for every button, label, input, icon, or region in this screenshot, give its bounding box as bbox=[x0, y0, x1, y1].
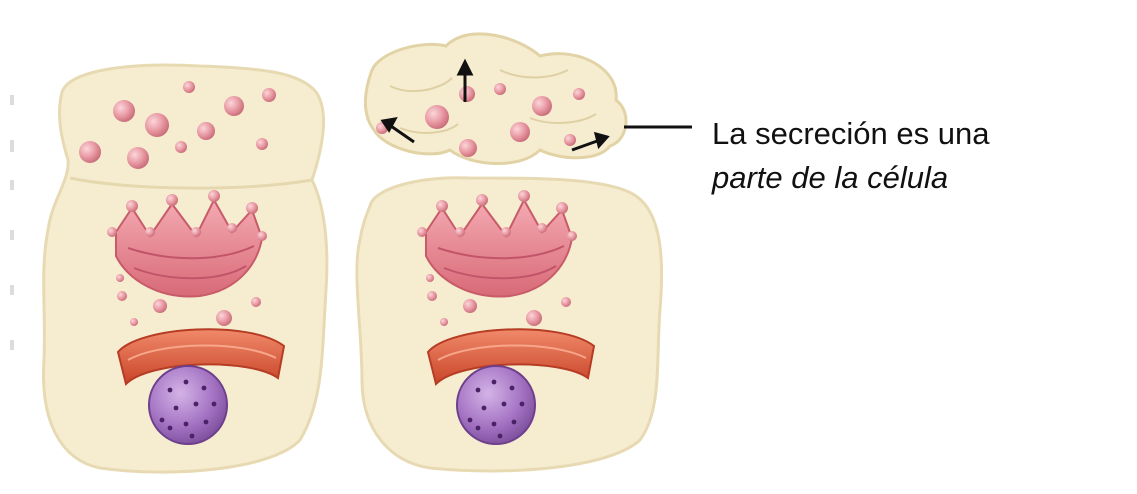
right-detached-fragment bbox=[363, 32, 628, 166]
right-fragment-vesicles bbox=[376, 83, 585, 157]
right-endoplasmic-reticulum bbox=[426, 328, 596, 386]
left-secretion-vesicles bbox=[79, 81, 276, 169]
right-transport-vesicles bbox=[426, 274, 571, 326]
caption-line-2: parte de la célula bbox=[712, 160, 949, 195]
left-nucleus bbox=[148, 365, 228, 445]
release-arrows bbox=[380, 58, 610, 152]
left-cell-crease bbox=[69, 176, 313, 190]
scan-marks bbox=[10, 95, 14, 350]
right-golgi-apparatus bbox=[417, 190, 577, 298]
caption-line-1: La secreción es una bbox=[712, 116, 990, 151]
right-fragment-folds bbox=[389, 69, 597, 134]
caption: La secreción es una parte de la célula bbox=[712, 112, 1112, 200]
left-endoplasmic-reticulum bbox=[116, 328, 286, 386]
left-golgi-apparatus bbox=[107, 190, 267, 298]
right-cell bbox=[355, 32, 664, 473]
right-nucleus bbox=[456, 365, 536, 445]
left-transport-vesicles bbox=[116, 274, 261, 326]
left-cell bbox=[42, 63, 329, 474]
